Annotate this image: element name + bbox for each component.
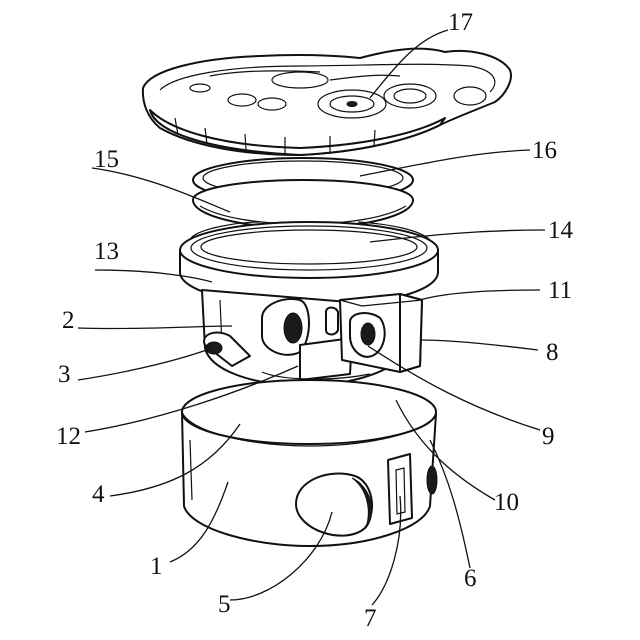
label-17: 17 xyxy=(448,9,473,36)
label-5: 5 xyxy=(218,591,231,618)
label-14: 14 xyxy=(548,217,574,244)
label-3: 3 xyxy=(58,361,71,388)
label-9: 9 xyxy=(542,423,555,450)
label-4: 4 xyxy=(92,481,105,508)
label-8: 8 xyxy=(546,339,559,366)
label-11: 11 xyxy=(548,277,572,304)
label-15: 15 xyxy=(94,146,119,173)
middle-seal-ring xyxy=(193,180,413,228)
label-2: 2 xyxy=(62,307,75,334)
top-cover-plate xyxy=(143,49,511,155)
label-13: 13 xyxy=(94,238,119,265)
label-6: 6 xyxy=(464,565,477,592)
label-16: 16 xyxy=(532,137,557,164)
label-1: 1 xyxy=(150,553,163,580)
label-12: 12 xyxy=(56,423,81,450)
label-10: 10 xyxy=(494,489,519,516)
label-7: 7 xyxy=(364,605,377,632)
